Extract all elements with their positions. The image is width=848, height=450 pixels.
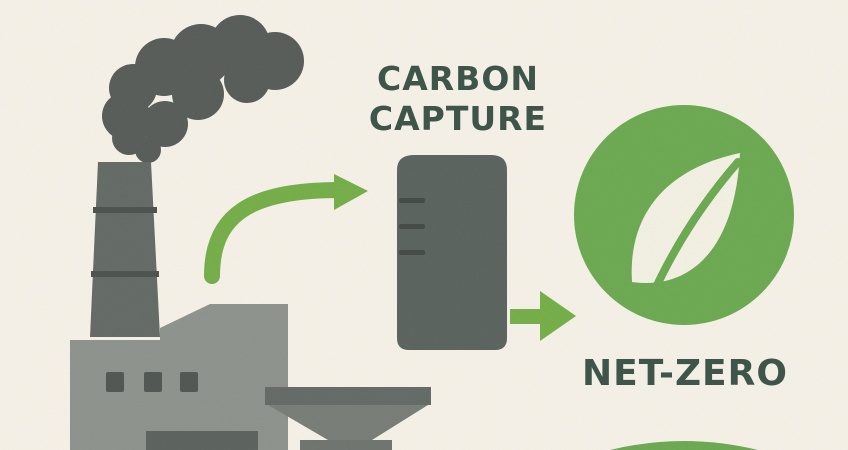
capture-title-line-1: CARBON (377, 59, 539, 98)
capture-title-line-2: CAPTURE (368, 99, 548, 138)
net-zero-title: NET-ZERO (582, 353, 788, 394)
carbon-capture-title: CARBON CAPTURE (358, 62, 558, 142)
